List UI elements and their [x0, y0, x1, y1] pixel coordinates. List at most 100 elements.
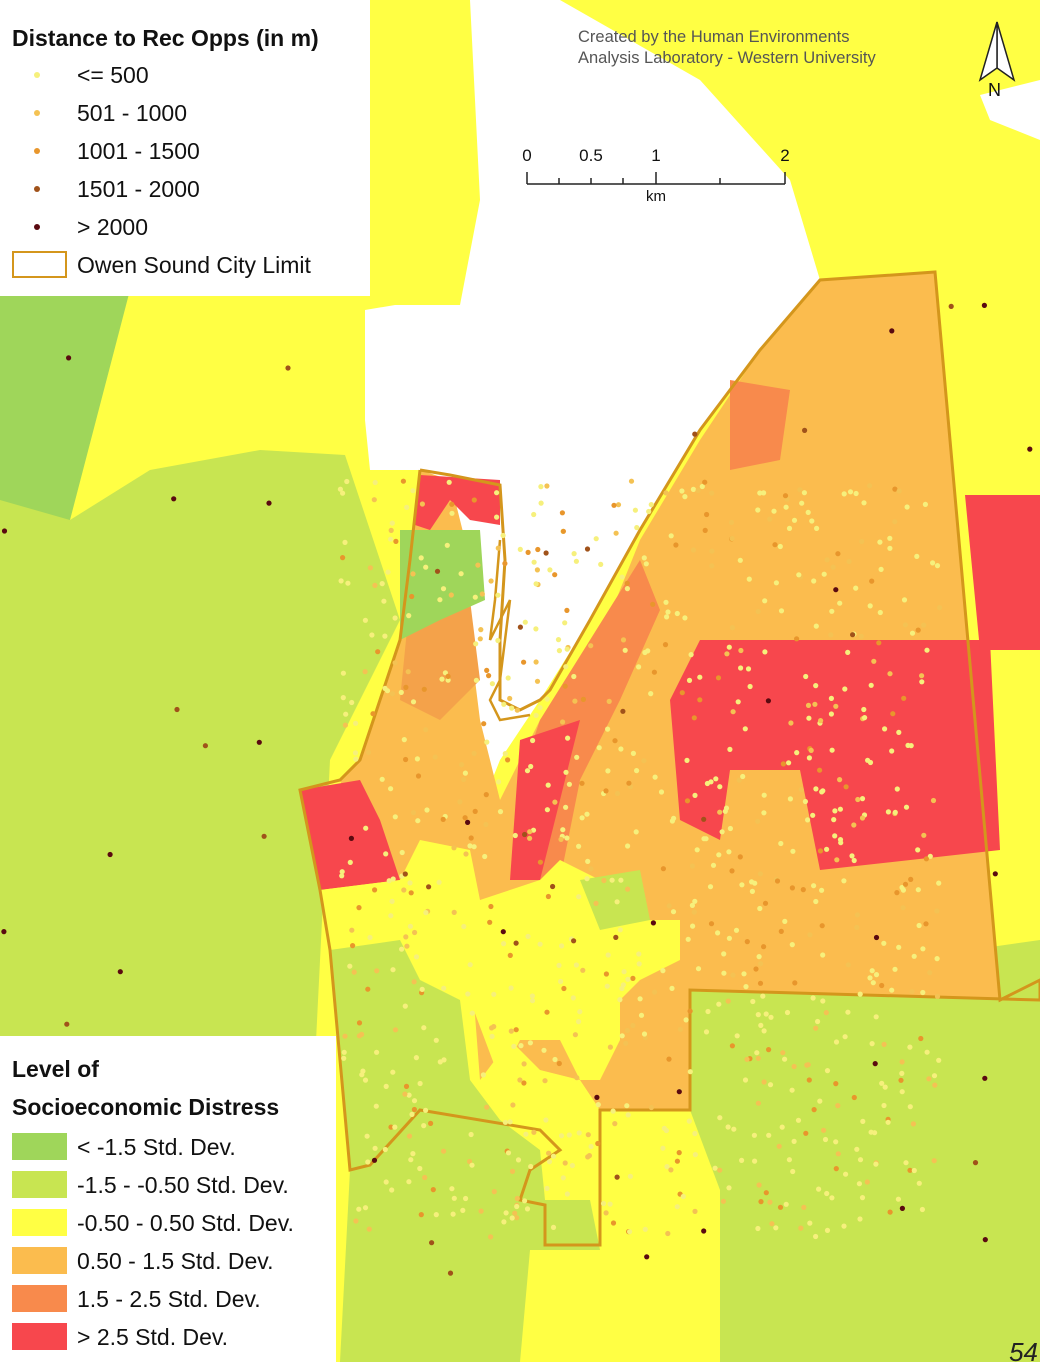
rec-dot — [729, 625, 736, 631]
rec-dot — [555, 637, 562, 643]
rec-dot — [418, 1212, 424, 1218]
rec-dot — [885, 809, 892, 815]
rec-dot — [66, 355, 72, 361]
rec-dot — [671, 815, 677, 821]
rec-dot — [423, 727, 429, 733]
rec-dot — [699, 483, 705, 490]
rec-dot — [780, 1050, 786, 1056]
rec-dot — [619, 985, 625, 992]
rec-dot — [544, 1009, 550, 1015]
rec-dot — [727, 746, 733, 753]
rec-dot — [369, 632, 375, 638]
rec-dot — [605, 952, 611, 958]
rec-dot — [588, 866, 594, 872]
rec-dot — [527, 829, 533, 835]
rec-dot — [695, 966, 702, 972]
rec-dot — [502, 560, 508, 567]
rec-dot — [845, 649, 851, 656]
rec-dot — [757, 980, 764, 986]
rec-dot — [451, 845, 457, 851]
rec-dot — [430, 1187, 436, 1193]
rec-dot — [742, 1077, 749, 1083]
rec-dot — [363, 825, 369, 831]
rec-dot — [508, 1028, 514, 1034]
rec-dot — [344, 478, 350, 485]
rec-dot — [921, 622, 927, 628]
rec-dot — [833, 1139, 839, 1145]
rec-dot — [915, 887, 921, 893]
rec-dot — [365, 986, 371, 992]
rec-dot — [902, 881, 909, 887]
rec-dot — [371, 1157, 378, 1163]
rec-dot — [463, 1195, 469, 1202]
rec-dot — [505, 675, 511, 681]
rec-dot — [494, 490, 500, 496]
rec-dot — [461, 923, 467, 930]
rec-dot — [451, 909, 457, 916]
rec-dot — [761, 490, 767, 496]
rec-dot — [749, 888, 756, 895]
rec-dot — [556, 648, 563, 654]
rec-dot — [740, 773, 746, 780]
rec-dot — [829, 747, 835, 753]
rec-dot — [733, 927, 740, 933]
rec-dot — [837, 806, 844, 812]
rec-dot — [515, 1157, 522, 1163]
rec-dot — [774, 878, 781, 884]
rec-dot — [383, 851, 389, 857]
rec-dot — [865, 757, 871, 763]
page-number: 54 — [1009, 1337, 1038, 1367]
rec-dot — [441, 985, 447, 991]
rec-dot — [833, 1166, 839, 1172]
rec-dot — [921, 832, 927, 838]
rec-dot — [423, 564, 429, 570]
rec-dot — [437, 1059, 443, 1065]
rec-dot — [345, 580, 351, 586]
rec-dot — [634, 768, 640, 774]
rec-dot — [896, 488, 902, 494]
rec-dot — [744, 1056, 750, 1062]
rec-dot — [686, 677, 693, 684]
rec-dot — [535, 546, 541, 553]
rec-dot — [372, 582, 378, 589]
rec-dot — [497, 809, 504, 815]
rec-dot — [465, 991, 471, 997]
rec-dot — [389, 898, 395, 905]
legend-label-le-500: <= 500 — [77, 62, 149, 88]
rec-dot — [514, 1195, 520, 1202]
rec-dot — [861, 706, 867, 713]
northeast-water — [980, 80, 1040, 140]
rec-dot — [828, 711, 835, 717]
legend-swatch-neg-0-5-to-0-5 — [12, 1209, 67, 1236]
rec-dot — [404, 504, 410, 510]
rec-dot — [755, 1225, 761, 1232]
rec-dot — [899, 1070, 905, 1076]
rec-dot — [517, 1077, 523, 1083]
rec-dot — [676, 1089, 682, 1095]
rec-dot — [569, 1162, 576, 1169]
rec-dot — [663, 490, 669, 496]
rec-dot — [362, 669, 368, 675]
rec-dot — [530, 737, 536, 744]
rec-dot — [712, 1165, 718, 1171]
rec-dot — [872, 1061, 878, 1067]
rec-dot — [738, 665, 744, 671]
rec-dot — [445, 677, 451, 683]
rec-dot — [347, 963, 353, 969]
rec-dot — [652, 989, 658, 995]
rec-dot — [388, 1124, 394, 1130]
rec-dot — [737, 854, 743, 860]
rec-dot — [900, 887, 907, 893]
rec-dot — [401, 887, 407, 893]
rec-dot — [593, 900, 599, 907]
rec-dot — [742, 726, 748, 732]
legend-row-city-limit: Owen Sound City Limit — [0, 248, 370, 282]
rec-dot — [488, 903, 494, 910]
rec-dot — [873, 1161, 879, 1167]
rec-dot — [813, 683, 819, 689]
rec-dot — [642, 1226, 648, 1232]
rec-dot — [558, 836, 564, 843]
rec-dot — [588, 1143, 594, 1150]
rec-dot — [729, 535, 735, 542]
